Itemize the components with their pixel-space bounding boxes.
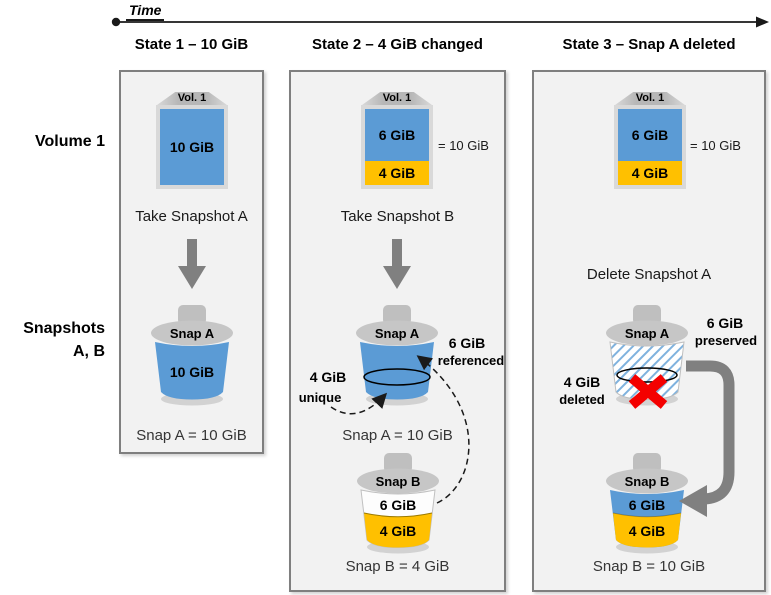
time-axis-arrowhead-icon [756, 16, 769, 28]
state3-volume-changed-segment: 4 GiB [618, 161, 682, 185]
bucket-body-blue [360, 342, 434, 400]
state2-referenced-word: referenced [437, 353, 505, 368]
state1-volume-size: 10 GiB [169, 139, 215, 155]
bucket-cap [151, 320, 233, 346]
state3-volume-bottom-size: 4 GiB [631, 165, 669, 181]
snap-a-name: Snap A [170, 326, 215, 341]
state2-volume-bottom-size: 4 GiB [378, 165, 416, 181]
state1-header: State 1 – 10 GiB [134, 36, 249, 53]
state2-volume-total: = 10 GiB [438, 138, 489, 153]
time-axis [111, 16, 769, 28]
bucket-segment-orange [613, 513, 681, 548]
state2-snap-b-bucket: Snap B 6 GiB 4 GiB [357, 453, 439, 554]
snap-b-top-size: 6 GiB [380, 497, 417, 513]
state3-volume: 6 GiB 4 GiB [614, 105, 686, 189]
state1-volume-cap: Vol. 1 [157, 92, 227, 105]
state2-volume-changed-segment: 4 GiB [365, 161, 429, 185]
state3-volume-cap: Vol. 1 [615, 92, 685, 105]
state3-snap-b-caption: Snap B = 10 GiB [592, 558, 706, 575]
snap-b-name: Snap B [376, 474, 421, 489]
bucket-knob [384, 453, 412, 473]
time-axis-label: Time [126, 2, 165, 21]
state2-volume-cap: Vol. 1 [362, 92, 432, 105]
snap-b-name: Snap B [625, 474, 670, 489]
state2-volume-top-size: 6 GiB [378, 127, 416, 143]
state1-volume-data-segment: 10 GiB [160, 109, 224, 185]
state3-deleted-value: 4 GiB [563, 374, 601, 390]
state2-volume: 6 GiB 4 GiB [361, 105, 433, 189]
state1-snap-a-bucket: Snap A 10 GiB [151, 305, 233, 406]
row-label-snapshots: Snapshots [23, 320, 105, 337]
state3-deleted-word: deleted [559, 392, 605, 407]
state3-volume-unchanged-segment: 6 GiB [618, 109, 682, 161]
row-label-volume: Volume 1 [35, 133, 105, 150]
state2-volume-unchanged-segment: 6 GiB [365, 109, 429, 161]
state2-unique-word: unique [298, 390, 342, 405]
snap-a-name: Snap A [625, 326, 670, 341]
snap-b-top-size: 6 GiB [629, 497, 666, 513]
snap-a-name: Snap A [375, 326, 420, 341]
bucket-knob [633, 305, 661, 325]
state3-action-text: Delete Snapshot A [586, 266, 712, 283]
state2-referenced-value: 6 GiB [448, 335, 486, 351]
state3-preserved-value: 6 GiB [706, 315, 744, 331]
state2-volume-title: Vol. 1 [382, 92, 412, 104]
state1-action-text: Take Snapshot A [135, 208, 248, 225]
snap-b-bottom-size: 4 GiB [380, 523, 417, 539]
bucket-segment-rim [363, 512, 433, 518]
state3-preserved-word: preserved [694, 333, 758, 348]
state3-volume-total: = 10 GiB [690, 138, 741, 153]
state2-action-text: Take Snapshot B [340, 208, 455, 225]
state3-volume-top-size: 6 GiB [631, 127, 669, 143]
state1-snap-a-caption: Snap A = 10 GiB [136, 427, 247, 444]
state1-volume: 10 GiB [156, 105, 228, 189]
state3-snap-b-bucket: Snap B 6 GiB 4 GiB [606, 453, 688, 554]
bucket-knob [633, 453, 661, 473]
bucket-body-hatched [609, 341, 685, 401]
bucket-knob [178, 305, 206, 325]
state1-volume-title: Vol. 1 [177, 92, 207, 104]
state2-snap-a-bucket: Snap A [356, 305, 438, 406]
bucket-cap [356, 320, 438, 346]
state3-snap-a-bucket-deleted: Snap A [606, 305, 688, 406]
bucket-body-blue [155, 342, 229, 400]
snap-b-bottom-size: 4 GiB [629, 523, 666, 539]
bucket-knob [383, 305, 411, 325]
row-label-snapshots-ab: A, B [73, 343, 105, 360]
state2-snap-b-caption: Snap B = 4 GiB [345, 558, 450, 575]
time-axis-origin-dot [111, 17, 121, 27]
state2-header: State 2 – 4 GiB changed [312, 36, 483, 53]
bucket-segment-orange [364, 513, 432, 548]
state2-unique-value: 4 GiB [309, 369, 347, 385]
snap-a-size: 10 GiB [170, 364, 214, 380]
bucket-segment-rim [612, 512, 682, 518]
state3-volume-title: Vol. 1 [635, 92, 665, 104]
bucket-cap [606, 320, 688, 346]
bucket-cap [606, 468, 688, 494]
state2-snap-a-caption: Snap A = 10 GiB [342, 427, 453, 444]
state3-header: State 3 – Snap A deleted [562, 36, 736, 53]
bucket-cap [357, 468, 439, 494]
